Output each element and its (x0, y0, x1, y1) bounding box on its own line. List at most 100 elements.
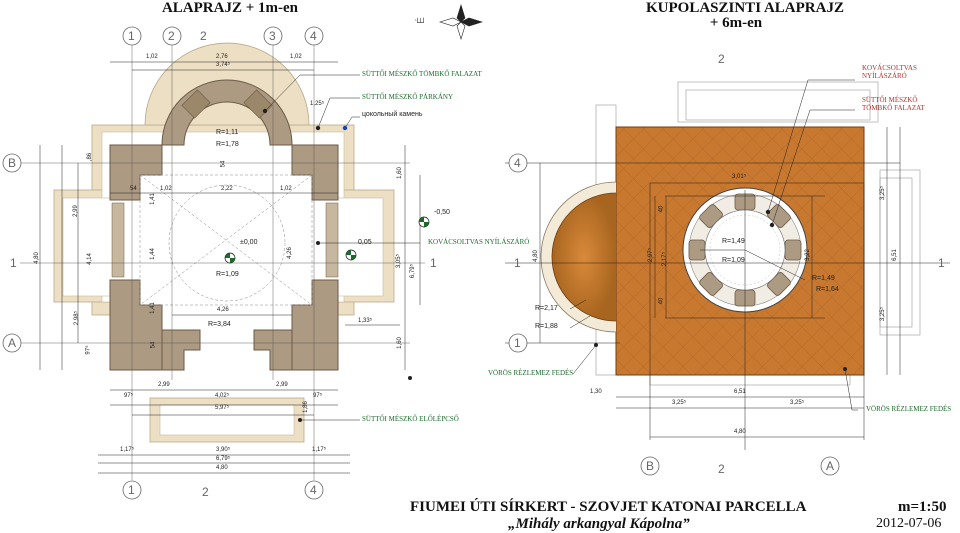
axis-bottom-4: 4 (310, 483, 317, 497)
dim-bottom-a: 2,99 (158, 382, 170, 388)
note-stone-wall: SÜTTŐI MÉSZKŐ TÖMBKŐ FALAZAT (362, 70, 482, 78)
dim-bottom-e: 97⁵ (313, 393, 323, 399)
note-plinth-stone: цокольный камень (362, 111, 423, 118)
axis-left-1: 1 (10, 256, 17, 270)
dim-inner-b: 1,02 (160, 186, 172, 192)
dim-left-e: 2,98⁵ (74, 310, 81, 326)
dim-left-d: 4,14 (86, 253, 93, 265)
dim-bottom-c: 97⁵ (124, 393, 134, 399)
axis-bubble-bottom-4 (304, 480, 324, 500)
footer-date: 2012-07-06 (876, 516, 942, 531)
axis-right-top-2: 2 (718, 52, 725, 66)
right-dim-g: 3,25⁵ (880, 185, 887, 201)
axis-bubble-left-a (2, 333, 22, 353)
axis-bubble-top-3 (263, 26, 283, 46)
axis-bubble-top-1 (122, 26, 142, 46)
dim-top-b: 2,76 (216, 54, 228, 60)
axis-bubble-left-b (2, 153, 22, 173)
axis-bubble-right-bottom-a (820, 456, 840, 476)
dim-top-c: 3,74⁵ (216, 62, 231, 68)
dim-inner-l: 1,33⁵ (358, 318, 373, 324)
right-dim-j: 4,80 (532, 250, 539, 262)
dim-top-a: 1,02 (146, 54, 158, 60)
dim-bottom-f: 5,97⁵ (215, 405, 230, 411)
note-stone-cornice: SÜTTŐI MÉSZKŐ PÁRKÁNY (362, 93, 454, 101)
dim-bottom-d: 4,02⁵ (215, 393, 230, 399)
right-dim-n: 3,25⁵ (790, 400, 805, 406)
note-iron-door: KOVÁCSOLTVAS NYÍLÁSZÁRÓ (428, 238, 530, 246)
dim-top-d: 1,02 (290, 54, 302, 60)
radius-r4: R=3,84 (208, 321, 231, 328)
radius-r2: R=1,78 (216, 141, 239, 148)
dim-bottom-i: 3,90⁵ (216, 447, 231, 453)
dim-inner-n: 1,60 (396, 337, 403, 349)
right-dim-i: 3,25⁵ (880, 306, 887, 322)
note-iron-window-1: KOVÁCSOLTVAS (862, 64, 917, 72)
wall-piers (109, 144, 339, 371)
right-title-line1: KUPOLASZINTI ALAPRAJZ (646, 0, 844, 16)
dim-inner-k: 54 (150, 341, 157, 349)
footer-title: FIUMEI ÚTI SÍRKERT - SZOVJET KATONAI PAR… (410, 499, 807, 515)
note-stone-wall-2: TÖMBKŐ FALAZAT (862, 104, 925, 112)
compass-label: É (415, 17, 427, 24)
axis-left-b: B (8, 156, 17, 170)
dim-inner-e: 54 (220, 160, 227, 168)
dim-bottom-l: 4,80 (216, 465, 228, 471)
dim-inner-g: 4,26 (217, 307, 229, 313)
dim-left-a: ,86 (87, 152, 94, 162)
dim-inner-h: 1,44 (149, 248, 156, 260)
footer-scale: m=1:50 (898, 499, 947, 515)
note-iron-window-2: NYÍLÁSZÁRÓ (862, 72, 907, 80)
right-dim-c: 2,97⁵ (648, 247, 655, 263)
dim-bottom-b: 2,99 (276, 382, 288, 388)
dim-inner-i: 1,41 (149, 193, 156, 205)
right-dim-f: 3,22 (804, 249, 811, 261)
dim-inner-c: 2,22 (221, 186, 233, 192)
axis-right-far-1: 1 (938, 256, 945, 270)
right-dim-k: 1,30 (590, 389, 602, 395)
right-dome-plan (505, 79, 950, 476)
axis-bottom-1: 1 (128, 483, 135, 497)
axis-right-left-1b: 1 (514, 336, 521, 350)
dim-inner-o: 3,05⁵ (396, 253, 403, 269)
axis-bubble-top-2 (162, 26, 182, 46)
axis-right-1: 1 (430, 256, 437, 270)
right-radius-r6: R=1,88 (535, 323, 558, 330)
axis-top-2: 2 (168, 29, 175, 43)
dim-inner-f: 4,26 (286, 247, 293, 259)
axis-bubble-right-1b (508, 333, 528, 353)
note-copper-roof-right: VÖRÖS RÉZLEMEZ FEDÉS (866, 405, 952, 413)
right-dim-e: 40 (658, 297, 665, 305)
level-marker-center (224, 252, 236, 264)
axis-top-1: 1 (128, 29, 135, 43)
right-radius-r2: R=1,09 (722, 257, 745, 264)
axis-bubble-right-bottom-b (640, 456, 660, 476)
dim-bottom-g: 1,86 (302, 401, 309, 413)
axis-right-bottom-a: A (826, 459, 835, 473)
note-front-step: SÜTTŐI MÉSZKŐ ELŐLÉPCSŐ (362, 415, 459, 423)
right-dim-a: 3,01⁵ (732, 174, 747, 180)
dim-left-b: 2,99 (72, 205, 79, 217)
axis-bubble-right-4 (508, 153, 528, 173)
level-outer: -0,50 (434, 209, 450, 216)
dim-inner-m: 1,60 (396, 167, 403, 179)
radius-r3: R=1,09 (216, 271, 239, 278)
right-dim-l: 6,51 (734, 389, 746, 395)
left-title: ALAPRAJZ + 1m-en (161, 0, 299, 16)
axis-left-a: A (8, 336, 17, 350)
level-center: ±0,00 (240, 239, 258, 246)
right-title-line2: + 6m-en (709, 15, 763, 31)
dim-bottom-k: 6,79⁵ (216, 456, 231, 462)
axis-right-bottom-b: B (646, 459, 655, 473)
axis-top-4: 4 (310, 29, 317, 43)
north-arrow (438, 3, 484, 41)
dim-inner-a: 54 (130, 186, 137, 192)
axis-bubble-bottom-1 (122, 480, 142, 500)
dim-inner-d: 1,02 (280, 186, 292, 192)
right-dim-m: 3,25⁵ (672, 400, 687, 406)
right-radius-r3: R=1,49 (812, 275, 835, 282)
left-floor-plan (2, 26, 430, 500)
right-dim-d: 2,17⁵ (662, 251, 669, 267)
right-dim-o: 4,80 (734, 429, 746, 435)
